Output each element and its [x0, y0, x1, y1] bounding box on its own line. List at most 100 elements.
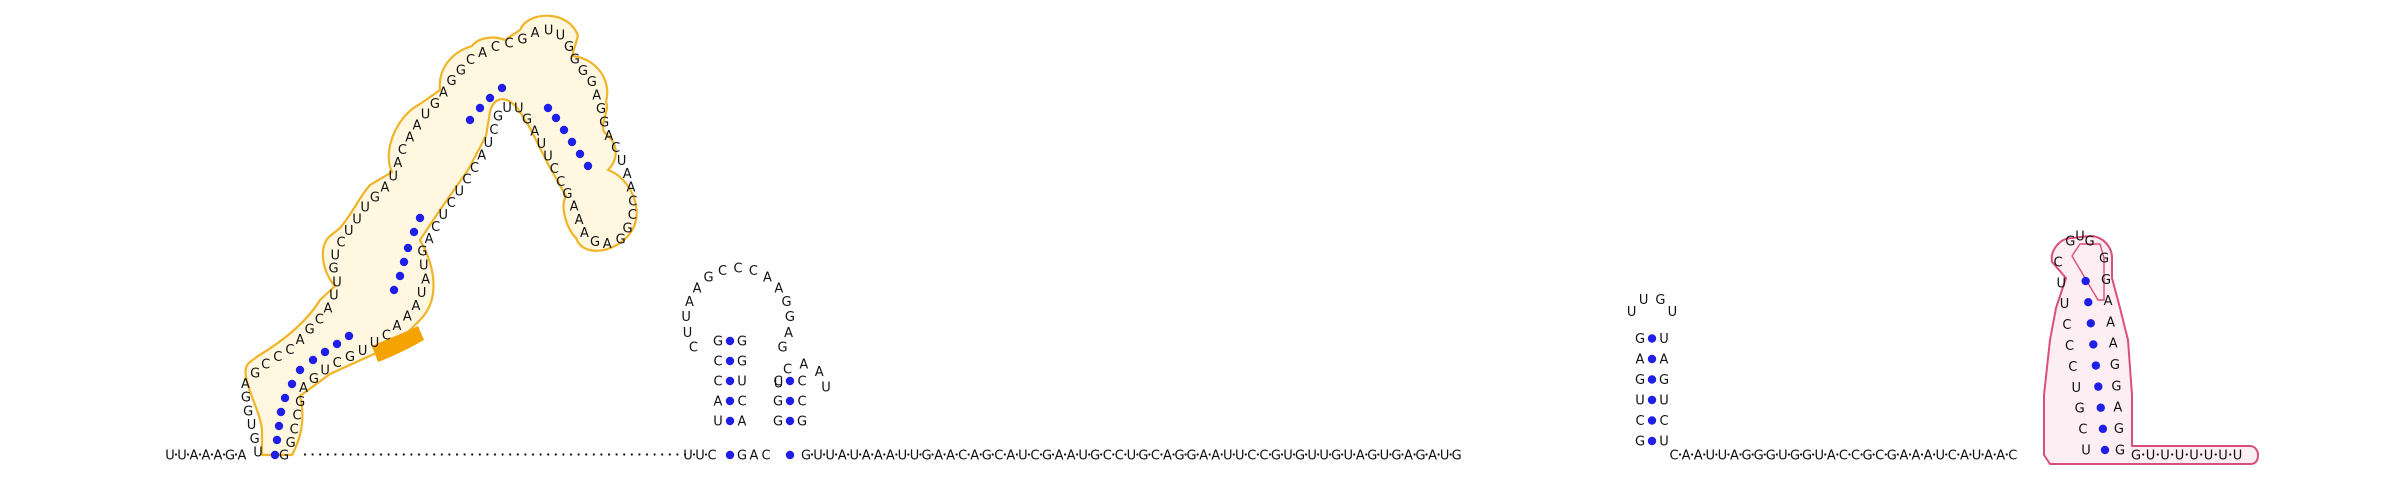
base-pair-dot [1647, 395, 1657, 405]
base-pair-dot [344, 331, 354, 341]
domain-nucleotide: C [333, 356, 342, 371]
pink-nucleotide: A [2109, 337, 2118, 352]
backbone-dot [1172, 453, 1175, 456]
backbone-dot [1039, 453, 1043, 456]
backbone-dot [907, 453, 910, 456]
backbone-dot [455, 453, 459, 456]
backbone-dot [524, 453, 527, 456]
base-pair-dot [332, 339, 342, 349]
strand-nucleotide: G [1138, 449, 1148, 464]
strand-nucleotide: C [707, 449, 716, 464]
backbone-dot [1015, 453, 1018, 456]
domain-nucleotide: A [604, 129, 613, 144]
base-pair-dot [2100, 445, 2110, 455]
strand-nucleotide: C [1669, 449, 1678, 464]
strand-nucleotide: C [1875, 449, 1884, 464]
domain-outline-pink [2043, 235, 2259, 465]
domain-nucleotide: C [261, 357, 270, 372]
backbone-dot [931, 453, 934, 456]
strand-nucleotide: U [1319, 449, 1329, 464]
backbone-dot [516, 453, 519, 456]
backbone-dot [433, 453, 436, 456]
domain-nucleotide: G [587, 75, 597, 90]
strand-nucleotide: A [238, 449, 247, 464]
backbone-dot [1678, 453, 1682, 456]
strand-nucleotide: U [177, 449, 187, 464]
stem-nucleotide: U [713, 415, 723, 430]
domain-nucleotide: G [564, 40, 574, 55]
domain-nucleotide: U [419, 259, 429, 274]
strand-nucleotide: C [1247, 449, 1256, 464]
domain-nucleotide: G [329, 262, 339, 277]
base-pair-dot [1647, 416, 1657, 425]
domain-nucleotide: U [544, 24, 554, 39]
strand-nucleotide: U [825, 449, 835, 464]
strand-nucleotide: U [1380, 449, 1390, 464]
base-pair-dot [785, 450, 795, 460]
pink-nucleotide: U [2071, 381, 2081, 396]
base-pair-dot [415, 213, 425, 223]
backbone-dot [1329, 453, 1332, 456]
backbone-dot [1280, 453, 1284, 456]
backbone-dot [569, 453, 573, 456]
backbone-dot [638, 453, 641, 456]
strand-nucleotide: A [1924, 449, 1933, 464]
loop-nucleotide: C [749, 264, 758, 279]
base-pair-dot [2096, 403, 2105, 412]
backbone-dot [1196, 453, 1199, 456]
backbone-dot [303, 453, 307, 456]
strand-nucleotide: U [695, 449, 705, 464]
strand-nucleotide: U [1972, 449, 1982, 464]
backbone-dot [1981, 453, 1984, 456]
backbone-dot [623, 453, 626, 456]
strand-nucleotide: A [1996, 449, 2005, 464]
base-pair-dot [274, 421, 284, 431]
backbone-dot [1836, 453, 1839, 456]
backbone-dot [222, 453, 226, 456]
backbone-dot [2142, 453, 2145, 456]
backbone-dot [600, 453, 603, 456]
pink-nucleotide: G [2110, 358, 2120, 373]
strand-nucleotide: G [1766, 449, 1776, 464]
domain-nucleotide: A [323, 301, 332, 316]
domain-nucleotide: A [425, 232, 434, 247]
backbone-dot [645, 453, 649, 456]
stem-nucleotide: U [1659, 435, 1669, 450]
strand-nucleotide: G [1042, 449, 1052, 464]
strand-nucleotide: A [1428, 449, 1437, 464]
pink-nucleotide: G [2075, 402, 2085, 417]
strand-nucleotide: U [165, 449, 175, 464]
domain-nucleotide: A [570, 200, 579, 215]
domain-nucleotide: G [370, 191, 380, 206]
strand-nucleotide: A [946, 449, 955, 464]
base-pair-dot [399, 257, 409, 267]
backbone-dot [871, 453, 874, 456]
backbone-dot [883, 453, 886, 456]
domain-nucleotide: G [616, 233, 626, 248]
pink-nucleotide: C [2062, 318, 2071, 333]
domain-nucleotide: G [599, 116, 609, 131]
strand-nucleotide: U [2218, 449, 2228, 464]
backbone-dot [1027, 453, 1031, 456]
stem-nucleotide: C [713, 355, 722, 370]
pink-nucleotide: G [2111, 379, 2121, 394]
strand-nucleotide: A [190, 449, 199, 464]
domain-nucleotide: U [514, 101, 524, 116]
domain-nucleotide: U [543, 150, 553, 165]
backbone-dot [1377, 453, 1380, 456]
strand-nucleotide: C [994, 449, 1003, 464]
strand-nucleotide: G [1271, 449, 1281, 464]
backbone-dot [1884, 453, 1887, 456]
strand-nucleotide: G [1802, 449, 1812, 464]
backbone-dot [311, 453, 314, 456]
backbone-dot [1848, 453, 1851, 456]
domain-nucleotide: C [628, 208, 637, 223]
pink-nucleotide: A [2104, 294, 2113, 309]
backbone-dot [2171, 453, 2174, 456]
backbone-dot [1437, 453, 1440, 456]
backbone-dot [1292, 453, 1296, 456]
strand-nucleotide: C [761, 449, 770, 464]
strand-nucleotide: U [813, 449, 823, 464]
base-pair-dot [2089, 340, 2098, 349]
strand-nucleotide: A [1356, 449, 1365, 464]
